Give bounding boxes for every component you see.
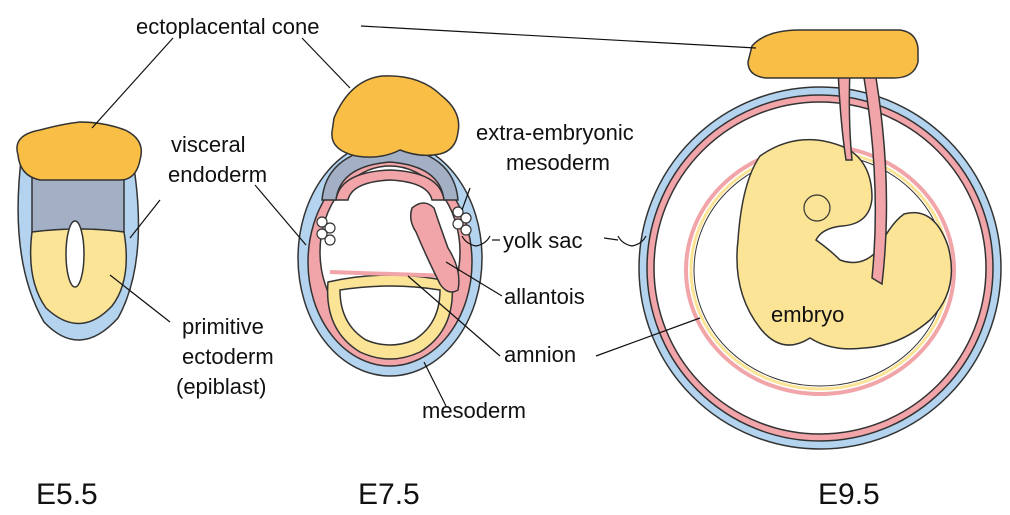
label-extra-embryonic-mesoderm: mesoderm bbox=[506, 150, 610, 175]
leader-yolk-sac-e95 bbox=[604, 238, 618, 240]
stage-label-e75: E7.5 bbox=[358, 478, 420, 511]
stage-label-e55: E5.5 bbox=[36, 478, 98, 511]
leader-cone-e95 bbox=[361, 26, 756, 48]
e55-proamniotic-cavity bbox=[66, 221, 84, 287]
label-allantois: allantois bbox=[504, 284, 585, 309]
e55-ectoplacental-cone bbox=[17, 122, 141, 180]
label-endoderm: endoderm bbox=[168, 162, 267, 187]
label-extra-embryonic: extra-embryonic bbox=[476, 120, 634, 145]
label-yolk-sac: yolk sac bbox=[503, 228, 582, 253]
label-epiblast: (epiblast) bbox=[176, 374, 266, 399]
stage-label-e95: E9.5 bbox=[818, 478, 880, 511]
leader-cone-e55 bbox=[92, 38, 173, 128]
e95-eye bbox=[804, 195, 830, 221]
stage-labels: E5.5 E7.5 E9.5 bbox=[36, 478, 880, 511]
e75-embryo bbox=[298, 76, 490, 376]
e75-ectoplacental-cone bbox=[332, 76, 459, 157]
e55-embryo bbox=[17, 122, 141, 340]
label-embryo: embryo bbox=[771, 302, 844, 327]
label-primitive: primitive bbox=[182, 314, 264, 339]
e95-ectoplacental-cone bbox=[748, 30, 918, 78]
leader-cone-e75 bbox=[302, 38, 350, 88]
leader-visceral-endoderm-e75 bbox=[255, 185, 306, 245]
e95-embryo bbox=[618, 30, 1001, 449]
label-mesoderm: mesoderm bbox=[422, 398, 526, 423]
label-visceral: visceral bbox=[171, 132, 246, 157]
label-amnion: amnion bbox=[504, 342, 576, 367]
label-ectoplacental-cone: ectoplacental cone bbox=[136, 14, 319, 39]
label-ectoderm: ectoderm bbox=[182, 344, 274, 369]
